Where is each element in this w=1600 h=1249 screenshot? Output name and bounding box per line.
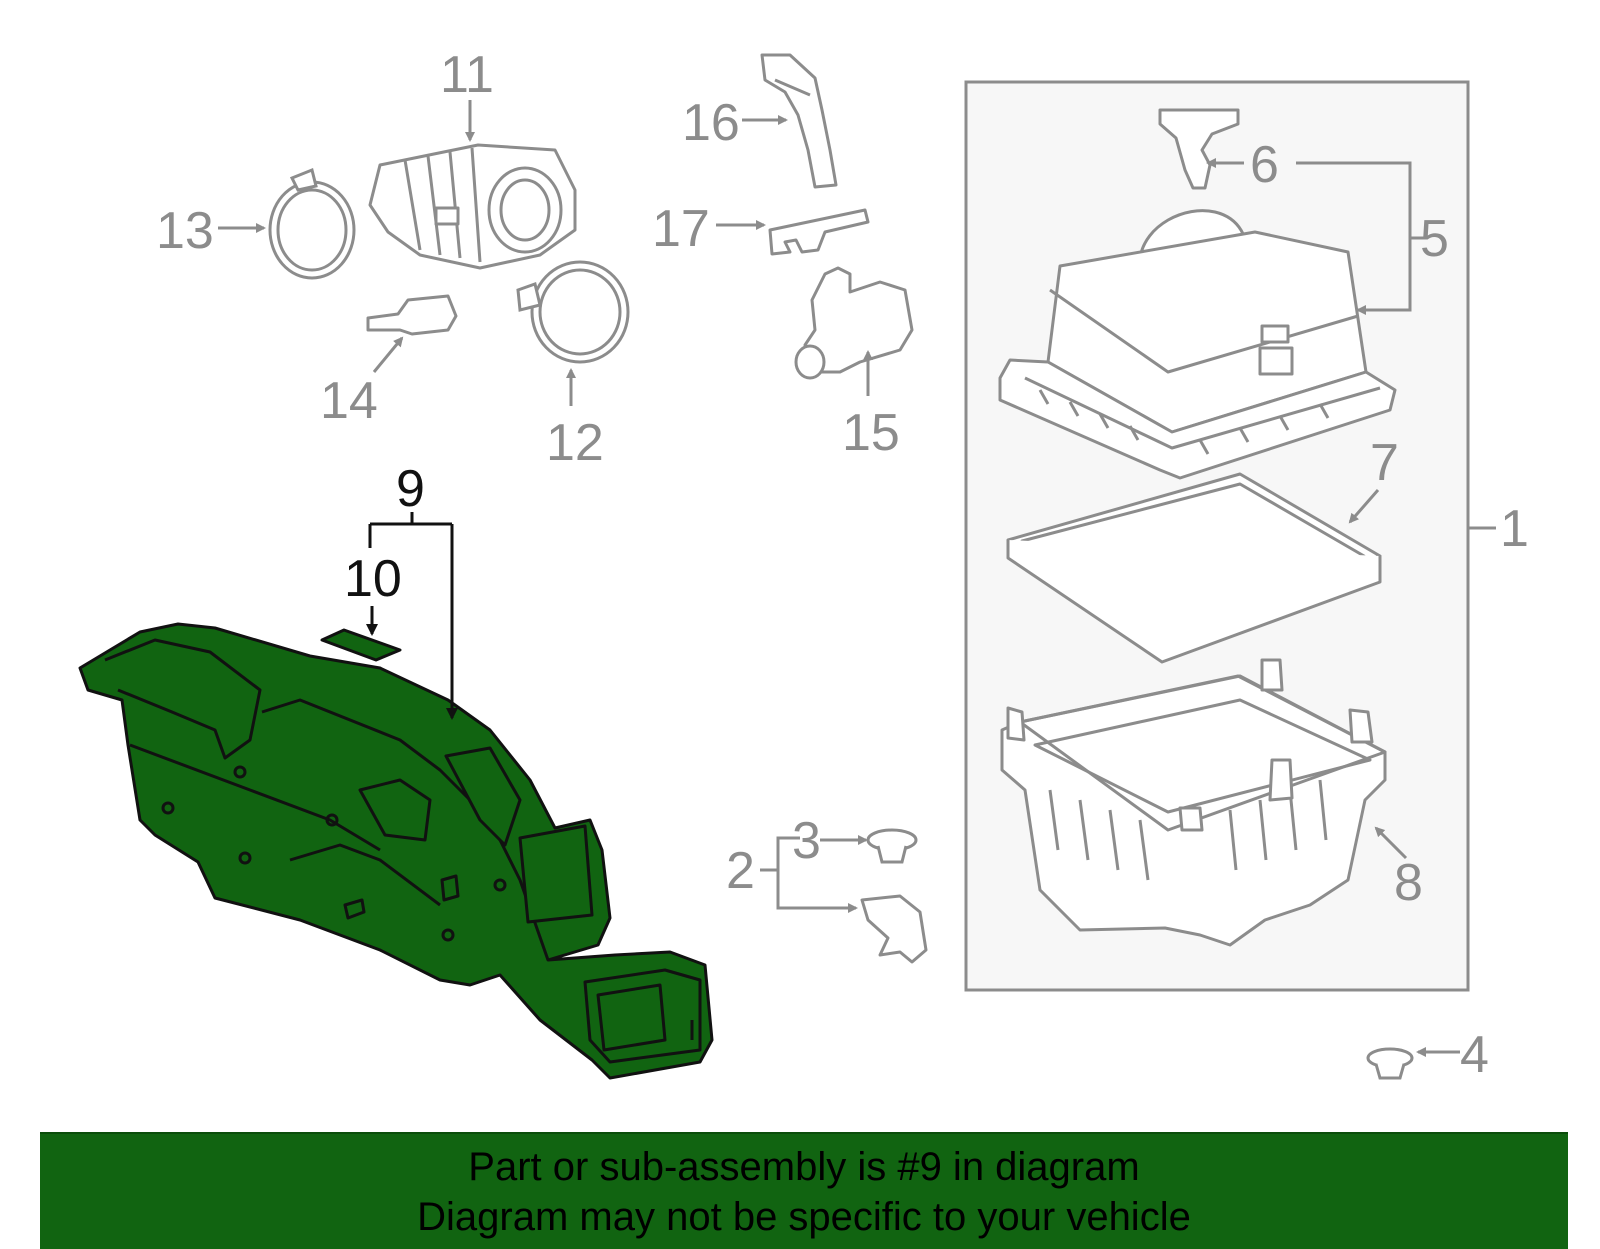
air-filter-element-7 [1006, 472, 1382, 664]
intake-hose-11 [368, 143, 577, 270]
callout-12: 12 [546, 414, 604, 472]
hose-clamp-13 [268, 167, 356, 280]
banner-line-2: Diagram may not be specific to your vehi… [417, 1194, 1191, 1239]
callout-8: 8 [1394, 854, 1423, 912]
callout-11: 11 [440, 46, 494, 104]
callout-10: 10 [344, 550, 402, 608]
callout-5: 5 [1420, 210, 1449, 268]
callout-17: 17 [652, 200, 710, 258]
callout-15: 15 [842, 404, 900, 462]
hose-clamp-12 [516, 260, 630, 364]
callout-numbers: 1 2 3 4 5 6 7 8 9 10 11 12 13 14 15 16 1… [156, 46, 1529, 1084]
callout-4: 4 [1460, 1026, 1489, 1084]
sensor-14 [366, 294, 458, 336]
callout-2: 2 [726, 842, 755, 900]
grommet-4 [1366, 1047, 1414, 1080]
bracket-17 [768, 208, 870, 256]
resonator-15 [794, 266, 914, 380]
callout-16: 16 [682, 94, 740, 152]
clip-6 [1158, 108, 1240, 190]
callout-9: 9 [396, 460, 425, 518]
intake-duct-9 [78, 622, 714, 1080]
air-cleaner-case-8 [1000, 658, 1387, 947]
banner-line-1: Part or sub-assembly is #9 in diagram [468, 1144, 1140, 1189]
callout-7: 7 [1370, 434, 1399, 492]
label-10 [320, 628, 402, 662]
air-cleaner-cap-5 [998, 209, 1397, 480]
callout-6: 6 [1250, 136, 1279, 194]
info-banner: Part or sub-assembly is #9 in diagram Di… [40, 1132, 1568, 1249]
leader-lines [218, 100, 1496, 1057]
leader-lines-highlight [366, 512, 458, 720]
callout-1: 1 [1500, 500, 1529, 558]
grommet-3 [866, 828, 918, 864]
callout-13: 13 [156, 202, 214, 260]
hose-16 [760, 53, 838, 189]
callout-3: 3 [792, 812, 821, 870]
callout-14: 14 [320, 372, 378, 430]
bracket-2 [860, 894, 928, 964]
